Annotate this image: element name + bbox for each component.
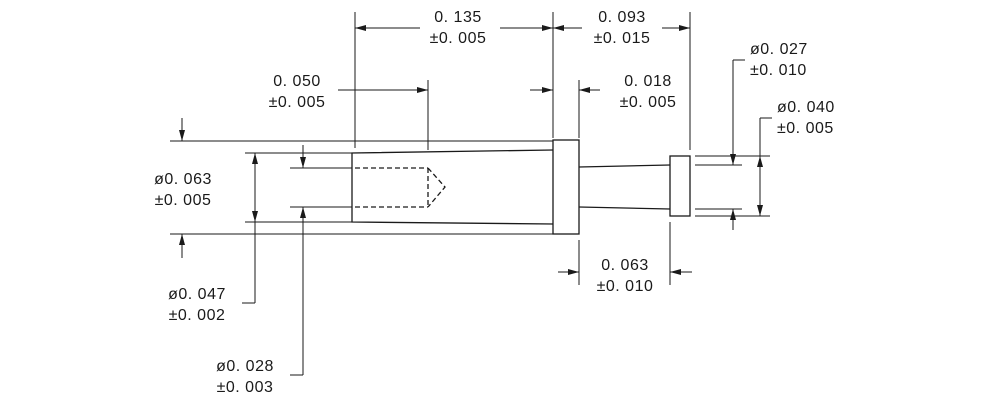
body-outline	[351, 149, 554, 225]
bore-depth-tol: ±0. 005	[269, 94, 326, 111]
part-outline	[351, 139, 691, 235]
hidden-bore	[355, 167, 446, 208]
length-body-value: 0. 135	[434, 9, 481, 26]
bore-diameter-tol: ±0. 003	[217, 379, 274, 396]
tip-shaft-bottom	[578, 206, 671, 210]
length-tip-value: 0. 093	[598, 9, 645, 26]
collar	[552, 139, 580, 235]
inner-diameter-tol: ±0. 002	[169, 307, 226, 324]
inner-diameter-value: ø0. 047	[168, 286, 226, 303]
tip-diameter-value: ø0. 027	[750, 41, 808, 58]
end-cap-diameter-value: ø0. 040	[777, 99, 835, 116]
dimension-labels: 0. 135 ±0. 005 0. 093 ±0. 015 0. 050 ±0.…	[154, 9, 835, 396]
collar-width-tol: ±0. 005	[620, 94, 677, 111]
extension-lines	[170, 12, 770, 285]
collar-width-value: 0. 018	[624, 73, 671, 90]
tip-length-value: 0. 063	[601, 257, 648, 274]
dimension-lines	[179, 25, 763, 375]
end-cap	[669, 155, 691, 217]
length-body-tol: ±0. 005	[430, 30, 487, 47]
body-diameter-tol: ±0. 005	[155, 192, 212, 209]
body-diameter-value: ø0. 063	[154, 171, 212, 188]
tip-length-tol: ±0. 010	[597, 278, 654, 295]
tip-shaft	[578, 164, 671, 168]
leaders	[242, 59, 772, 376]
end-cap-diameter-tol: ±0. 005	[777, 120, 834, 137]
length-tip-tol: ±0. 015	[594, 30, 651, 47]
bore-diameter-value: ø0. 028	[216, 358, 274, 375]
bore-depth-value: 0. 050	[273, 73, 320, 90]
tip-diameter-tol: ±0. 010	[750, 62, 807, 79]
